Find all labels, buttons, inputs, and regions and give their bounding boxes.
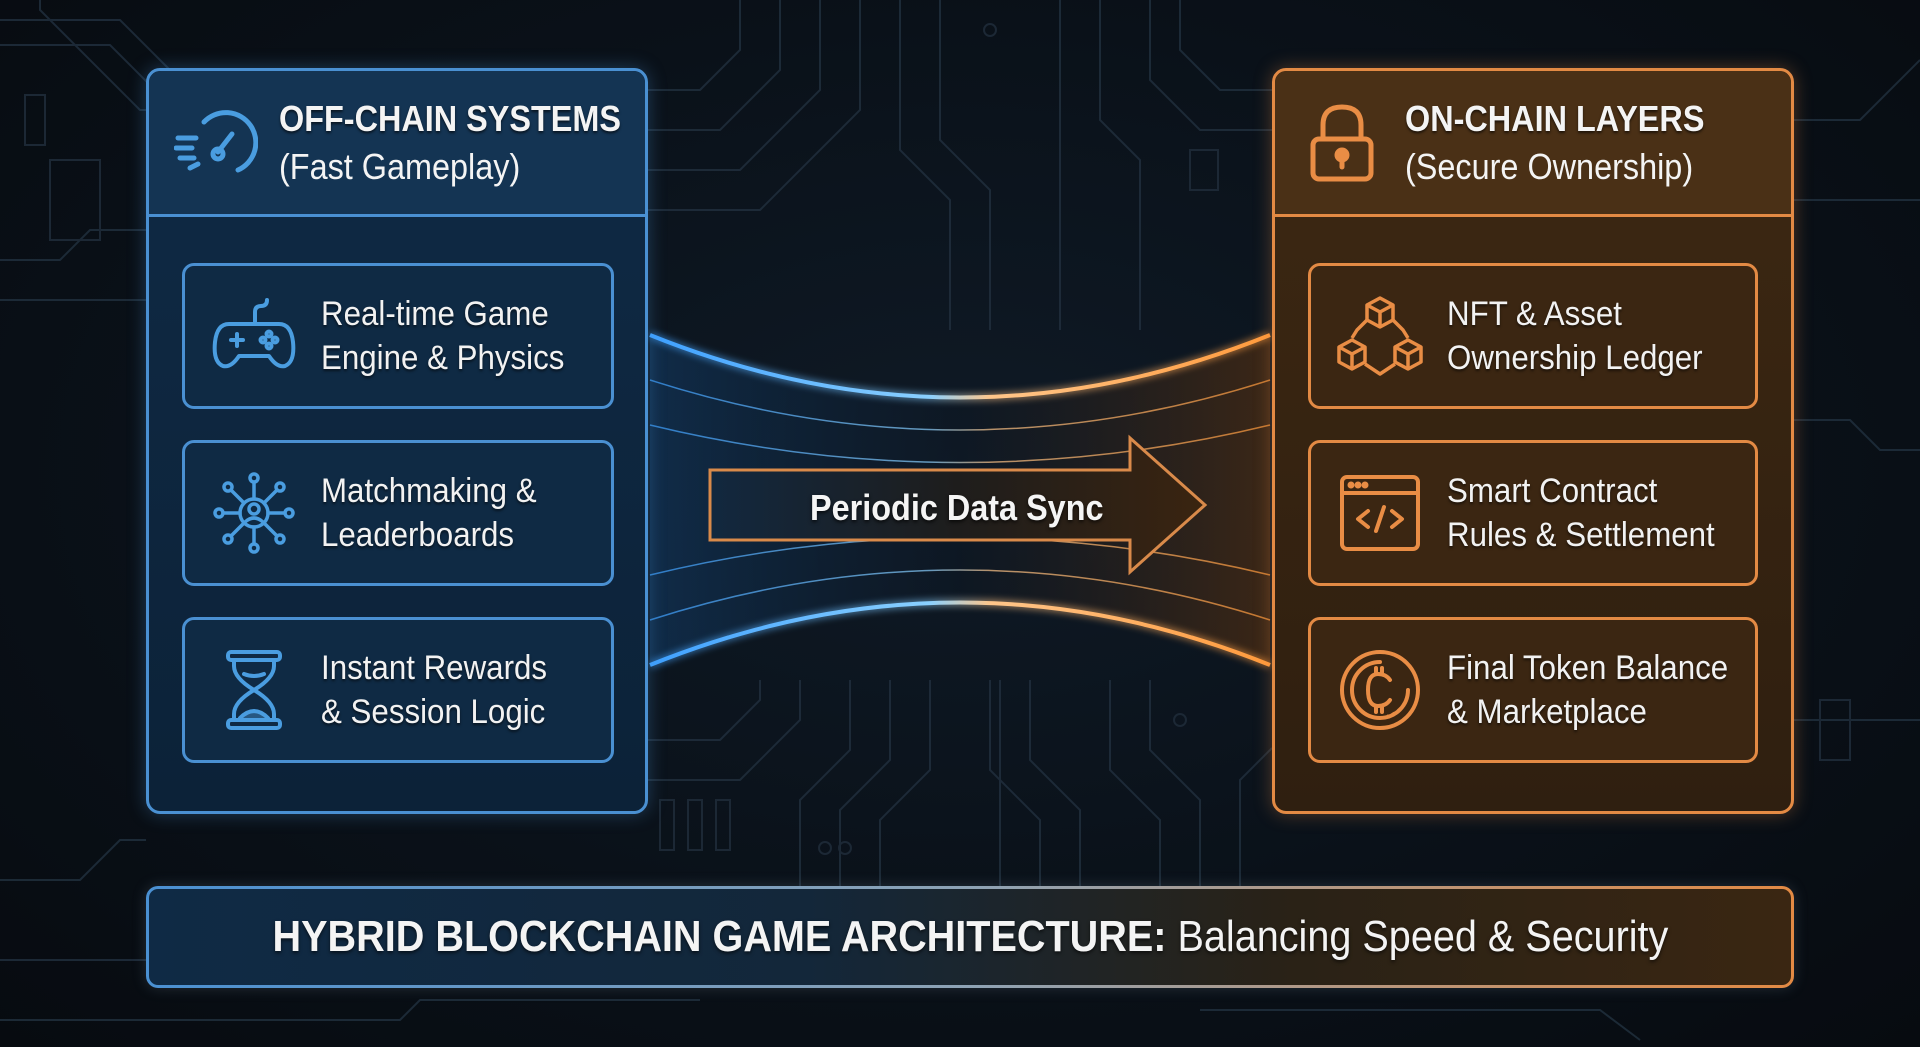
cubes-network-icon: [1335, 291, 1425, 381]
sync-label: Periodic Data Sync: [810, 487, 1104, 528]
onchain-card-token-balance: Final Token Balance & Marketplace: [1308, 617, 1758, 763]
offchain-card-game-engine: Real-time Game Engine & Physics: [182, 263, 614, 409]
card-line-1: Real-time Game: [321, 295, 549, 333]
onchain-card-smart-contract: Smart Contract Rules & Settlement: [1308, 440, 1758, 586]
offchain-title: OFF-CHAIN SYSTEMS: [279, 97, 622, 139]
card-line-2: & Session Logic: [321, 693, 546, 731]
card-line-1: NFT & Asset: [1447, 295, 1623, 333]
speedometer-icon: [171, 98, 261, 188]
data-sync-bridge: [648, 333, 1272, 667]
card-line-2: Engine & Physics: [321, 339, 565, 377]
footer-title-regular: Balancing Speed & Security: [1166, 912, 1668, 961]
footer-title: HYBRID BLOCKCHAIN GAME ARCHITECTURE: Bal…: [272, 912, 1668, 962]
card-line-2: Ownership Ledger: [1447, 339, 1703, 377]
sync-arrow-icon: [708, 434, 1208, 576]
card-line-1: Smart Contract: [1447, 472, 1658, 510]
card-line-2: & Marketplace: [1447, 693, 1647, 731]
network-user-icon: [209, 468, 299, 558]
offchain-subtitle: (Fast Gameplay): [279, 145, 521, 187]
gamepad-icon: [209, 291, 299, 381]
onchain-panel: ON-CHAIN LAYERS (Secure Ownership) NFT &…: [1272, 68, 1794, 814]
offchain-card-rewards: Instant Rewards & Session Logic: [182, 617, 614, 763]
card-line-1: Final Token Balance: [1447, 649, 1729, 687]
card-line-2: Rules & Settlement: [1447, 516, 1715, 554]
offchain-header: OFF-CHAIN SYSTEMS (Fast Gameplay): [149, 71, 645, 217]
card-line-2: Leaderboards: [321, 516, 515, 554]
card-line-1: Instant Rewards: [321, 649, 548, 687]
offchain-card-matchmaking: Matchmaking & Leaderboards: [182, 440, 614, 586]
code-window-icon: [1335, 468, 1425, 558]
offchain-panel: OFF-CHAIN SYSTEMS (Fast Gameplay) Real-t…: [146, 68, 648, 814]
hourglass-icon: [209, 645, 299, 735]
onchain-card-nft-ledger: NFT & Asset Ownership Ledger: [1308, 263, 1758, 409]
onchain-header: ON-CHAIN LAYERS (Secure Ownership): [1275, 71, 1791, 217]
onchain-subtitle: (Secure Ownership): [1405, 145, 1694, 187]
padlock-icon: [1297, 98, 1387, 188]
onchain-title: ON-CHAIN LAYERS: [1405, 97, 1705, 139]
card-line-1: Matchmaking &: [321, 472, 537, 510]
footer-title-bold: HYBRID BLOCKCHAIN GAME ARCHITECTURE:: [272, 912, 1167, 961]
architecture-title-banner: HYBRID BLOCKCHAIN GAME ARCHITECTURE: Bal…: [146, 886, 1794, 988]
crypto-coin-icon: [1335, 645, 1425, 735]
